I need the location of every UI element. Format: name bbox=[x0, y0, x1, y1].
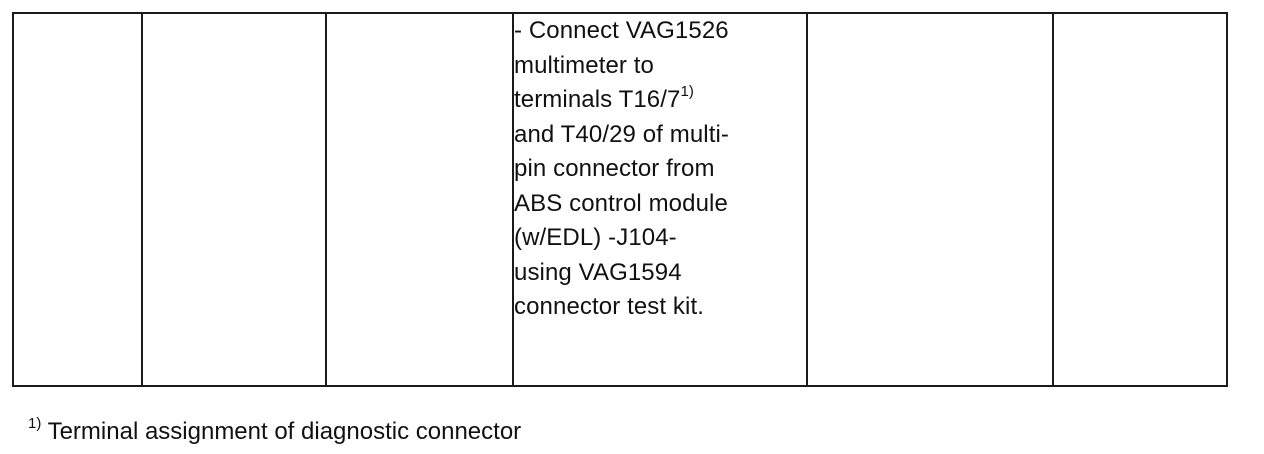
table-cell-empty-3 bbox=[325, 12, 514, 387]
footnote-marker: 1) bbox=[28, 415, 42, 432]
procedure-line: and T40/29 of multi- bbox=[514, 120, 730, 148]
table-row: - Connect VAG1526 multimeter to terminal… bbox=[12, 12, 1228, 387]
procedure-line: multimeter to bbox=[514, 51, 655, 79]
footnote-text: Terminal assignment of diagnostic connec… bbox=[47, 418, 522, 445]
table-cell-empty-6 bbox=[1052, 12, 1228, 387]
procedure-line: pin connector from bbox=[514, 155, 715, 182]
procedure-line: connector test kit. bbox=[514, 293, 704, 320]
table-cell-empty-1 bbox=[12, 12, 143, 387]
table-cell-empty-2 bbox=[141, 12, 327, 387]
procedure-line: - Connect VAG1526 bbox=[514, 17, 729, 44]
procedure-line: ABS control module bbox=[514, 189, 728, 217]
table-cell-empty-5 bbox=[806, 12, 1054, 387]
footnote-reference: 1) bbox=[680, 83, 695, 100]
procedure-line: using VAG1594 bbox=[514, 258, 682, 286]
procedure-line: (w/EDL) -J104- bbox=[514, 224, 677, 251]
procedure-step-cell: - Connect VAG1526 multimeter to terminal… bbox=[512, 12, 808, 387]
procedure-line-text: terminals T16/7 bbox=[514, 86, 681, 113]
procedure-line: terminals T16/71) bbox=[514, 83, 806, 118]
footnote: 1) Terminal assignment of diagnostic con… bbox=[28, 415, 521, 449]
procedure-table: - Connect VAG1526 multimeter to terminal… bbox=[12, 12, 1228, 387]
